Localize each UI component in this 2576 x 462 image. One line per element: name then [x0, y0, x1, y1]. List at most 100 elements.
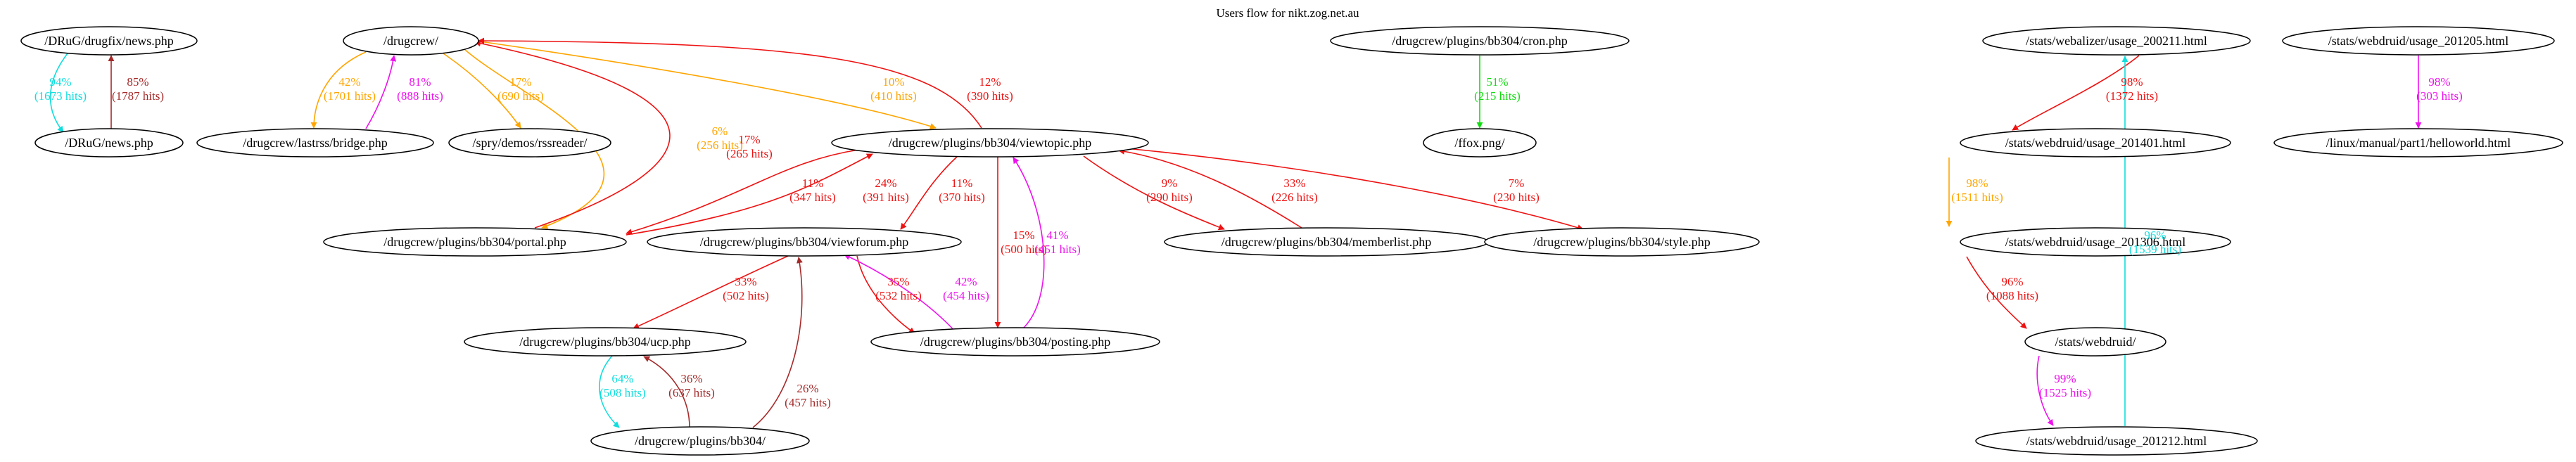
edge-label-percent: 7% — [1509, 177, 1525, 190]
node-label: /drugcrew/plugins/bb304/portal.php — [383, 235, 566, 249]
edge-label: 96%(1539 hits) — [2129, 229, 2181, 256]
edge-label-hits: (888 hits) — [397, 89, 443, 103]
edge-label-percent: 64% — [611, 372, 633, 385]
edge-label-hits: (690 hits) — [497, 89, 544, 103]
node-ellipse — [1423, 128, 1537, 158]
edge-posting-to-viewforum — [844, 254, 958, 334]
edge-label: 42%(454 hits) — [943, 275, 989, 302]
edge-label-percent: 94% — [49, 75, 71, 89]
edge-viewtopic-to-portal — [626, 149, 859, 235]
edge-label-hits: (1511 hits) — [1951, 191, 2003, 204]
edge-label: 11%(370 hits) — [939, 177, 985, 204]
edge-webdruid-to-webdruid-201212 — [2036, 355, 2054, 426]
edge-label-percent: 26% — [797, 382, 818, 395]
node-ellipse — [196, 128, 434, 158]
edge-label-percent: 35% — [887, 275, 909, 288]
node-ellipse — [831, 128, 1149, 158]
edge-label-hits: (391 hits) — [863, 191, 909, 204]
edge-label-percent: 42% — [955, 275, 977, 288]
node-webdruid-201212: /stats/webdruid/usage_201212.html — [1975, 426, 2258, 456]
edge-label-percent: 11% — [951, 177, 973, 190]
edge-label: 42%(1701 hits) — [324, 75, 376, 103]
edge-label-hits: (215 hits) — [1474, 89, 1521, 103]
node-ellipse — [1960, 128, 2231, 158]
edge-label: 26%(457 hits) — [785, 382, 831, 409]
edge-label: 98%(303 hits) — [2416, 75, 2463, 103]
node-label: /drugcrew/plugins/bb304/ — [635, 434, 766, 448]
edge-viewtopic-to-memberlist — [1083, 155, 1225, 231]
node-label: /DRuG/drugfix/news.php — [44, 34, 174, 48]
edge-bb304-to-ucp — [643, 356, 690, 428]
node-webdruid-201306: /stats/webdruid/usage_201306.html — [1960, 227, 2231, 257]
node-webalizer-200211: /stats/webalizer/usage_200211.html — [1982, 26, 2251, 56]
edge-label-percent: 98% — [1966, 177, 1988, 190]
node-ellipse — [1484, 227, 1760, 257]
node-ellipse — [870, 327, 1160, 357]
node-portal: /drugcrew/plugins/bb304/portal.php — [323, 227, 627, 257]
node-ffox: /ffox.png/ — [1423, 128, 1537, 158]
node-cron: /drugcrew/plugins/bb304/cron.php — [1330, 26, 1630, 56]
edge-viewforum-to-ucp — [633, 255, 789, 329]
edge-label: 10%(410 hits) — [870, 75, 917, 103]
edge-label-hits: (1088 hits) — [1986, 289, 2038, 302]
edge-label-percent: 41% — [1046, 229, 1068, 242]
node-ellipse — [647, 227, 962, 257]
node-bb304: /drugcrew/plugins/bb304/ — [590, 426, 810, 456]
node-ellipse — [20, 26, 198, 56]
edge-label-hits: (230 hits) — [1493, 191, 1540, 204]
edge-label-hits: (500 hits) — [1001, 243, 1047, 256]
edge-label-hits: (290 hits) — [1146, 191, 1193, 204]
edge-label: 64%(508 hits) — [599, 372, 646, 399]
edge-label-percent: 51% — [1486, 75, 1508, 89]
edge-label-hits: (1701 hits) — [324, 89, 376, 103]
edge-label-percent: 98% — [2121, 75, 2143, 89]
edge-posting-to-viewtopic — [1013, 157, 1045, 328]
edge-label-hits: (390 hits) — [967, 89, 1013, 103]
node-webdruid-201205: /stats/webdruid/usage_201205.html — [2282, 26, 2555, 56]
edge-label-percent: 17% — [509, 75, 531, 89]
node-ellipse — [1982, 26, 2251, 56]
edge-label-hits: (265 hits) — [726, 147, 773, 160]
edge-label: 24%(391 hits) — [863, 177, 909, 204]
edge-label-hits: (532 hits) — [875, 289, 922, 302]
edge-label-hits: (637 hits) — [668, 386, 715, 399]
edge-label-percent: 15% — [1013, 229, 1034, 242]
node-ellipse — [1960, 227, 2231, 257]
edge-label: 12%(390 hits) — [967, 75, 1013, 103]
edge-label: 33%(226 hits) — [1271, 177, 1318, 204]
edge-label-hits: (1525 hits) — [2039, 386, 2091, 399]
edge-label-hits: (410 hits) — [870, 89, 917, 103]
node-label: /spry/demos/rssreader/ — [473, 136, 588, 150]
node-label: /drugcrew/plugins/bb304/posting.php — [920, 335, 1110, 349]
edge-portal-to-viewtopic — [626, 153, 873, 236]
edge-label-hits: (508 hits) — [599, 386, 646, 399]
node-webdruid: /stats/webdruid/ — [2024, 327, 2166, 357]
node-label: /drugcrew/plugins/bb304/style.php — [1533, 235, 1710, 249]
node-ellipse — [323, 227, 627, 257]
node-label: /drugcrew/ — [383, 34, 438, 48]
edge-label-percent: 33% — [1283, 177, 1305, 190]
node-label: /drugcrew/plugins/bb304/ucp.php — [519, 335, 690, 349]
node-label: /stats/webdruid/usage_201306.html — [2005, 235, 2185, 249]
edge-label: 11%(347 hits) — [789, 177, 836, 204]
edge-viewtopic-to-viewforum — [900, 156, 958, 230]
edge-viewtopic-to-drugcrew — [478, 37, 982, 129]
edge-label-hits: (1372 hits) — [2106, 89, 2158, 103]
nodes-layer: /DRuG/drugfix/news.php/DRuG/news.php/dru… — [20, 26, 2563, 456]
node-rssreader: /spry/demos/rssreader/ — [448, 128, 611, 158]
edge-memberlist-to-viewtopic — [1118, 148, 1302, 229]
edge-drugcrew-to-rssreader — [443, 53, 521, 129]
edge-label: 96%(1088 hits) — [1986, 275, 2038, 302]
edge-viewforum-to-posting — [856, 255, 915, 334]
edge-label: 7%(230 hits) — [1493, 177, 1540, 204]
node-helloworld: /linux/manual/part1/helloworld.html — [2273, 128, 2563, 158]
edge-lastrss-bridge-to-drugcrew — [365, 55, 397, 129]
edge-label: 17%(690 hits) — [497, 75, 544, 103]
edge-label-percent: 11% — [802, 177, 824, 190]
edge-drugcrew-to-viewtopic — [474, 40, 937, 129]
edge-drugcrew-to-lastrss-bridge — [310, 51, 367, 129]
edge-label: 33%(502 hits) — [723, 275, 769, 302]
node-label: /stats/webdruid/ — [2055, 335, 2136, 349]
edge-label-hits: (502 hits) — [723, 289, 769, 302]
